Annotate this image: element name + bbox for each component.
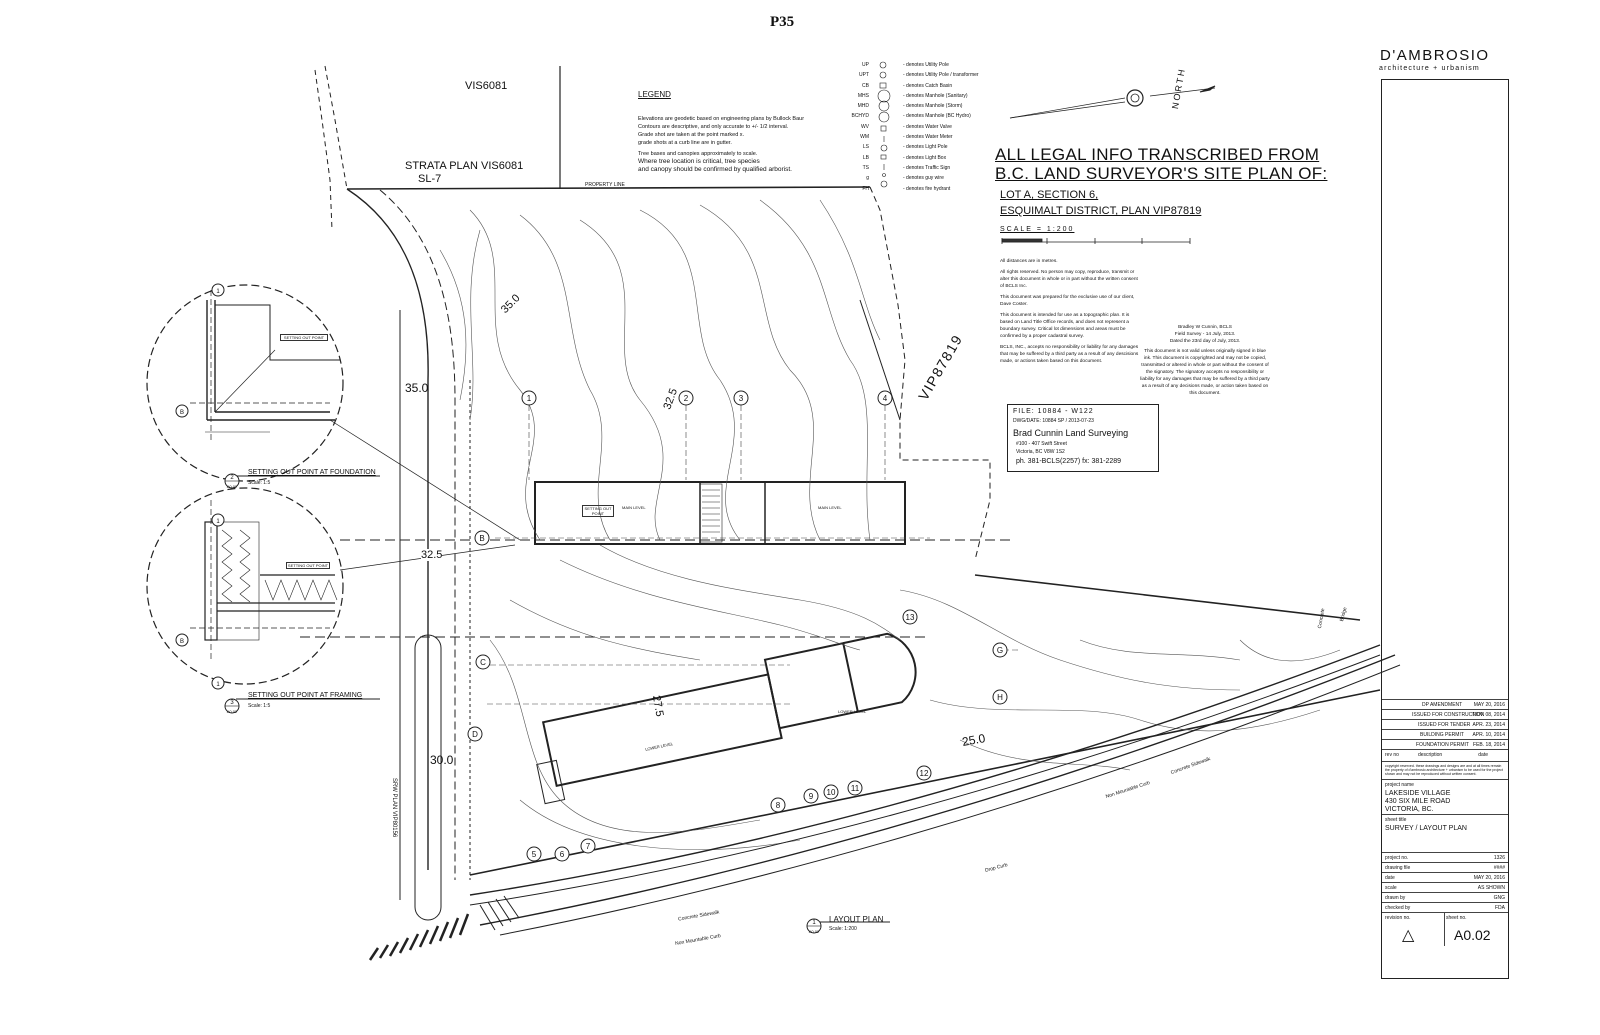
lot-description: LOT A, SECTION 6, ESQUIMALT DISTRICT, PL… bbox=[1000, 189, 1202, 217]
elevation-label: 32.5 bbox=[421, 549, 443, 561]
svg-text:C: C bbox=[480, 658, 486, 667]
revision-header: rev no description date bbox=[1382, 749, 1508, 762]
lower-building-footprint bbox=[536, 632, 917, 805]
setting-out-point-tag: SETTING OUT POINT bbox=[286, 562, 330, 569]
survey-scale: SCALE = 1:200 bbox=[1000, 226, 1075, 233]
svg-text:4: 4 bbox=[883, 394, 888, 403]
svg-text:G: G bbox=[997, 646, 1003, 655]
sheet-title-box: sheet title SURVEY / LAYOUT PLAN bbox=[1382, 814, 1508, 853]
svg-text:2: 2 bbox=[684, 394, 689, 403]
svg-text:13: 13 bbox=[906, 613, 915, 622]
elevation-label: 30.0 bbox=[430, 753, 454, 767]
legend-notes: Elevations are geodetic based on enginee… bbox=[638, 116, 805, 173]
contour-lines bbox=[439, 199, 1341, 850]
detail-framing-circle bbox=[146, 487, 344, 685]
setting-out-point-tag: SETTING OUT POINT bbox=[280, 334, 328, 341]
svg-text:A0.02: A0.02 bbox=[227, 484, 238, 489]
svg-text:11: 11 bbox=[851, 784, 860, 793]
svg-text:3: 3 bbox=[739, 394, 744, 403]
detail-foundation-circle bbox=[146, 284, 344, 482]
svg-text:1: 1 bbox=[812, 920, 816, 926]
svg-text:D: D bbox=[472, 730, 478, 739]
vis-label: VIS6081 bbox=[465, 80, 508, 92]
svg-text:9: 9 bbox=[809, 792, 814, 801]
layout-plan-scale: Scale: 1:200 bbox=[829, 926, 857, 932]
property-line-label: PROPERTY LINE bbox=[585, 182, 625, 188]
title-field-row: drawing file#### bbox=[1382, 862, 1508, 873]
grid-bubble-1: 1 bbox=[527, 394, 532, 403]
srw-plan-label: SRW PLAN VIP80156 bbox=[391, 778, 397, 838]
svg-text:B: B bbox=[180, 410, 184, 416]
svg-text:H: H bbox=[997, 693, 1003, 702]
strata-plan-label: STRATA PLAN VIS6081 bbox=[405, 160, 524, 172]
svg-text:B: B bbox=[180, 639, 184, 645]
project-name-box: project name LAKESIDE VILLAGE 430 SIX MI… bbox=[1382, 779, 1508, 815]
surveyor-file-box: FILE: 10884 - W122 DWG/DATE: 10884 SP / … bbox=[1007, 404, 1159, 472]
svg-text:B: B bbox=[479, 534, 484, 543]
firm-logo: D'AMBROSIO bbox=[1380, 47, 1490, 64]
copyright-note: copyright reserved. these drawings and d… bbox=[1382, 761, 1508, 780]
strata-sl-label: SL-7 bbox=[418, 173, 442, 185]
survey-title: ALL LEGAL INFO TRANSCRIBED FROM B.C. LAN… bbox=[995, 145, 1328, 183]
setting-out-point-tag: SETTING OUT POINT bbox=[582, 505, 614, 517]
legend-symbol-list: UP- denotes Utility Pole UPT- denotes Ut… bbox=[851, 62, 979, 192]
firm-tagline: architecture + urbanism bbox=[1379, 65, 1480, 72]
svg-text:12: 12 bbox=[920, 769, 929, 778]
revision-triangle-icon: △ bbox=[1402, 927, 1415, 944]
south-property-line bbox=[469, 689, 1381, 876]
main-level-label: MAIN LEVEL bbox=[622, 505, 646, 510]
svg-text:2: 2 bbox=[230, 475, 234, 481]
layout-plan-title: LAYOUT PLAN bbox=[829, 915, 884, 924]
page-number: P35 bbox=[770, 14, 795, 30]
east-property-line bbox=[974, 574, 1361, 621]
east-setback-line bbox=[869, 186, 991, 561]
svg-text:1: 1 bbox=[216, 682, 220, 688]
sheet-number-box: revision no. sheet no. △ A0.02 bbox=[1382, 912, 1508, 946]
svg-text:A0.02: A0.02 bbox=[227, 709, 238, 714]
detail-framing-title: SETTING OUT POINT AT FRAMING bbox=[248, 692, 363, 699]
north-property-line bbox=[346, 186, 871, 190]
lower-level-label: LOWER LEVEL bbox=[838, 709, 867, 714]
svg-text:7: 7 bbox=[586, 842, 591, 851]
survey-notes: All distances are in metres. All rights … bbox=[1000, 259, 1139, 364]
elevation-label: 35.0 bbox=[405, 381, 429, 395]
title-field-row: project no.1326 bbox=[1382, 852, 1508, 863]
upper-building-footprint bbox=[534, 481, 906, 545]
svg-text:1: 1 bbox=[216, 519, 220, 525]
detail-framing-scale: Scale: 1:5 bbox=[248, 703, 271, 709]
svg-text:A0.02: A0.02 bbox=[809, 929, 820, 934]
svg-text:8: 8 bbox=[776, 801, 781, 810]
main-level-label: MAIN LEVEL bbox=[818, 505, 842, 510]
north-arrow-icon bbox=[1009, 85, 1216, 119]
svg-text:10: 10 bbox=[827, 788, 836, 797]
svg-text:3: 3 bbox=[230, 700, 234, 706]
svg-text:5: 5 bbox=[532, 850, 537, 859]
detail-foundation-scale: Scale: 1:5 bbox=[248, 480, 271, 486]
surveyor-notes: Bradley W Cunnin, BCLS Field Survey - 14… bbox=[1140, 325, 1270, 396]
legend-title: LEGEND bbox=[638, 90, 671, 99]
svg-text:1: 1 bbox=[216, 289, 220, 295]
svg-text:6: 6 bbox=[560, 850, 565, 859]
detail-foundation-title: SETTING OUT POINT AT FOUNDATION bbox=[248, 469, 376, 476]
